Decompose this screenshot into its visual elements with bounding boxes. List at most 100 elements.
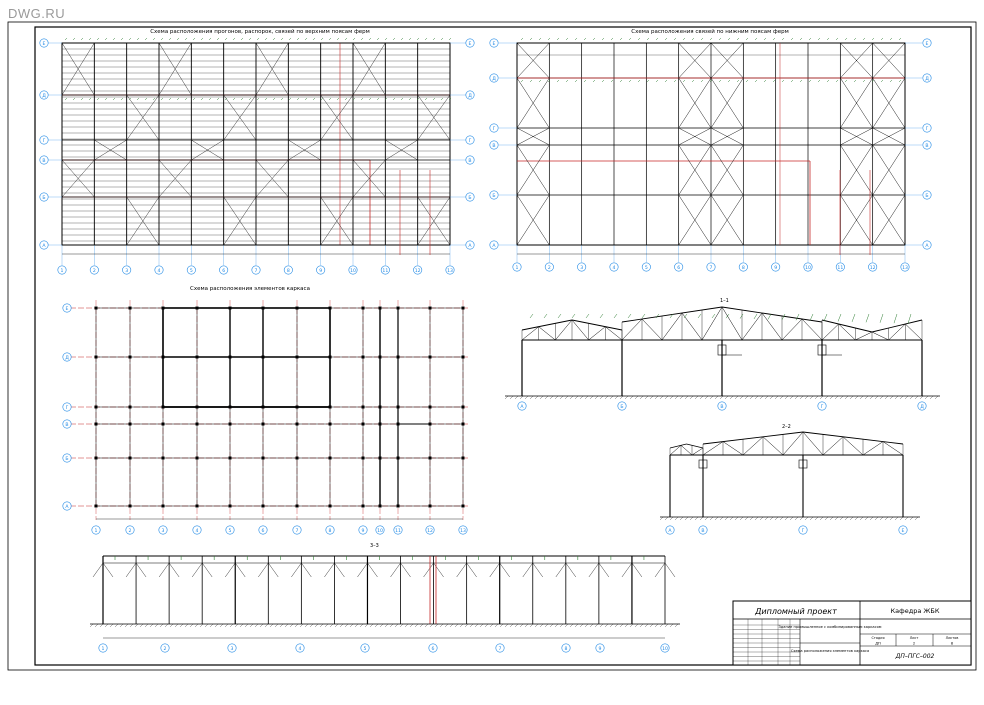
ground-hatch xyxy=(194,623,199,628)
section-3-3-knee-brace xyxy=(621,562,633,578)
green-mark xyxy=(697,313,702,319)
axis-bubble-label: 3 xyxy=(162,528,165,534)
ground-hatch xyxy=(294,623,299,628)
section-3-3-axis-bubble xyxy=(227,643,237,653)
axis-bubble-col-9 xyxy=(358,525,368,535)
ground-hatch xyxy=(249,623,254,628)
axis-bubble-row-right xyxy=(465,38,475,48)
axis-bubble-col-5 xyxy=(641,262,651,272)
ground-hatch xyxy=(839,395,844,400)
brace-line xyxy=(126,196,160,246)
axis-bubble-label: Б xyxy=(925,193,928,199)
plan-top-left: Схема расположения прогонов, распорок, с… xyxy=(39,28,475,275)
ground-hatch xyxy=(124,623,129,628)
brace-line xyxy=(710,42,744,79)
axis-bubble-label: 6 xyxy=(222,268,225,274)
ground-hatch xyxy=(829,395,834,400)
axis-bubble-col-13 xyxy=(445,265,455,275)
column-node xyxy=(128,504,132,508)
green-mark xyxy=(727,79,731,83)
green-mark xyxy=(781,79,785,83)
ground-hatch xyxy=(759,516,764,521)
axis-bubble-label: Г xyxy=(43,138,46,144)
green-mark xyxy=(304,97,308,101)
axis-bubble-label: Д xyxy=(468,93,472,99)
ground-hatch xyxy=(319,623,324,628)
axis-bubble-label: Г xyxy=(802,528,805,534)
ground-hatch xyxy=(619,395,624,400)
ground-hatch xyxy=(899,395,904,400)
section-1-1-truss-diagonal xyxy=(871,331,889,341)
ground-hatch xyxy=(744,516,749,521)
axis-bubble-row-left xyxy=(489,123,499,133)
section-1-1-truss-top-chord xyxy=(721,306,823,323)
title-block-sheet-title: Схема расположения элементов каркаса xyxy=(791,649,869,653)
green-mark xyxy=(176,37,180,41)
axis-bubble-label: В xyxy=(42,158,45,164)
green-mark xyxy=(448,37,452,41)
ground-hatch xyxy=(449,623,454,628)
green-mark xyxy=(336,37,340,41)
green-mark xyxy=(384,97,388,101)
green-mark xyxy=(352,97,356,101)
section-3-3-knee-brace xyxy=(423,562,434,578)
ground-hatch xyxy=(149,623,154,628)
green-mark xyxy=(376,97,380,101)
ground-hatch xyxy=(254,623,259,628)
ground-hatch xyxy=(369,623,374,628)
section-1-1-truss-top-chord xyxy=(621,306,723,323)
green-mark xyxy=(739,313,744,319)
column-node xyxy=(228,422,232,426)
axis-bubble-col-6 xyxy=(258,525,268,535)
column-node xyxy=(94,456,98,460)
green-mark xyxy=(683,313,688,319)
axis-bubble-row-right xyxy=(922,73,932,83)
section-2-2-truss-top-chord xyxy=(802,431,904,445)
brace-line xyxy=(417,94,451,141)
green-mark xyxy=(336,97,340,101)
ground-hatch xyxy=(649,395,654,400)
title-block-sheets-label: Листов xyxy=(946,636,959,640)
green-mark xyxy=(320,37,324,41)
column-node xyxy=(461,306,465,310)
green-mark xyxy=(565,37,569,41)
green-mark xyxy=(664,37,668,41)
green-mark xyxy=(862,37,866,41)
section-2-2-truss-diagonal xyxy=(702,441,724,456)
ground-hatch xyxy=(634,395,639,400)
section-3-3-axis-bubble xyxy=(160,643,170,653)
green-mark xyxy=(192,37,196,41)
ground-hatch xyxy=(154,623,159,628)
ground-hatch xyxy=(174,623,179,628)
section-3-3-axis-bubble xyxy=(561,643,571,653)
brace-line xyxy=(61,42,95,96)
green-mark xyxy=(711,313,716,319)
sheet-outer-frame xyxy=(7,21,977,671)
ground-hatch xyxy=(699,516,704,521)
section-3-3-knee-brace xyxy=(92,562,104,578)
green-mark xyxy=(440,37,444,41)
axis-bubble-label: В xyxy=(492,143,495,149)
green-mark xyxy=(889,37,893,41)
brace-line xyxy=(840,194,873,246)
axis-bubble-label: 12 xyxy=(415,268,421,274)
ground-hatch xyxy=(609,623,614,628)
brace-line xyxy=(872,194,906,246)
brace-line xyxy=(516,194,550,246)
green-mark xyxy=(619,37,623,41)
column-node xyxy=(428,504,432,508)
ground-hatch xyxy=(704,516,709,521)
ground-hatch xyxy=(774,516,779,521)
axis-bubble-row-left xyxy=(489,240,499,250)
ground-hatch xyxy=(104,623,109,628)
green-mark xyxy=(264,97,268,101)
green-mark xyxy=(754,37,758,41)
ground-hatch xyxy=(794,395,799,400)
ground-hatch xyxy=(214,623,219,628)
ground-hatch xyxy=(769,516,774,521)
axis-bubble-label: 9 xyxy=(362,528,365,534)
green-mark xyxy=(655,79,659,83)
axis-bubble-col-1 xyxy=(91,525,101,535)
section-1-1-axis-bubble xyxy=(617,401,627,411)
